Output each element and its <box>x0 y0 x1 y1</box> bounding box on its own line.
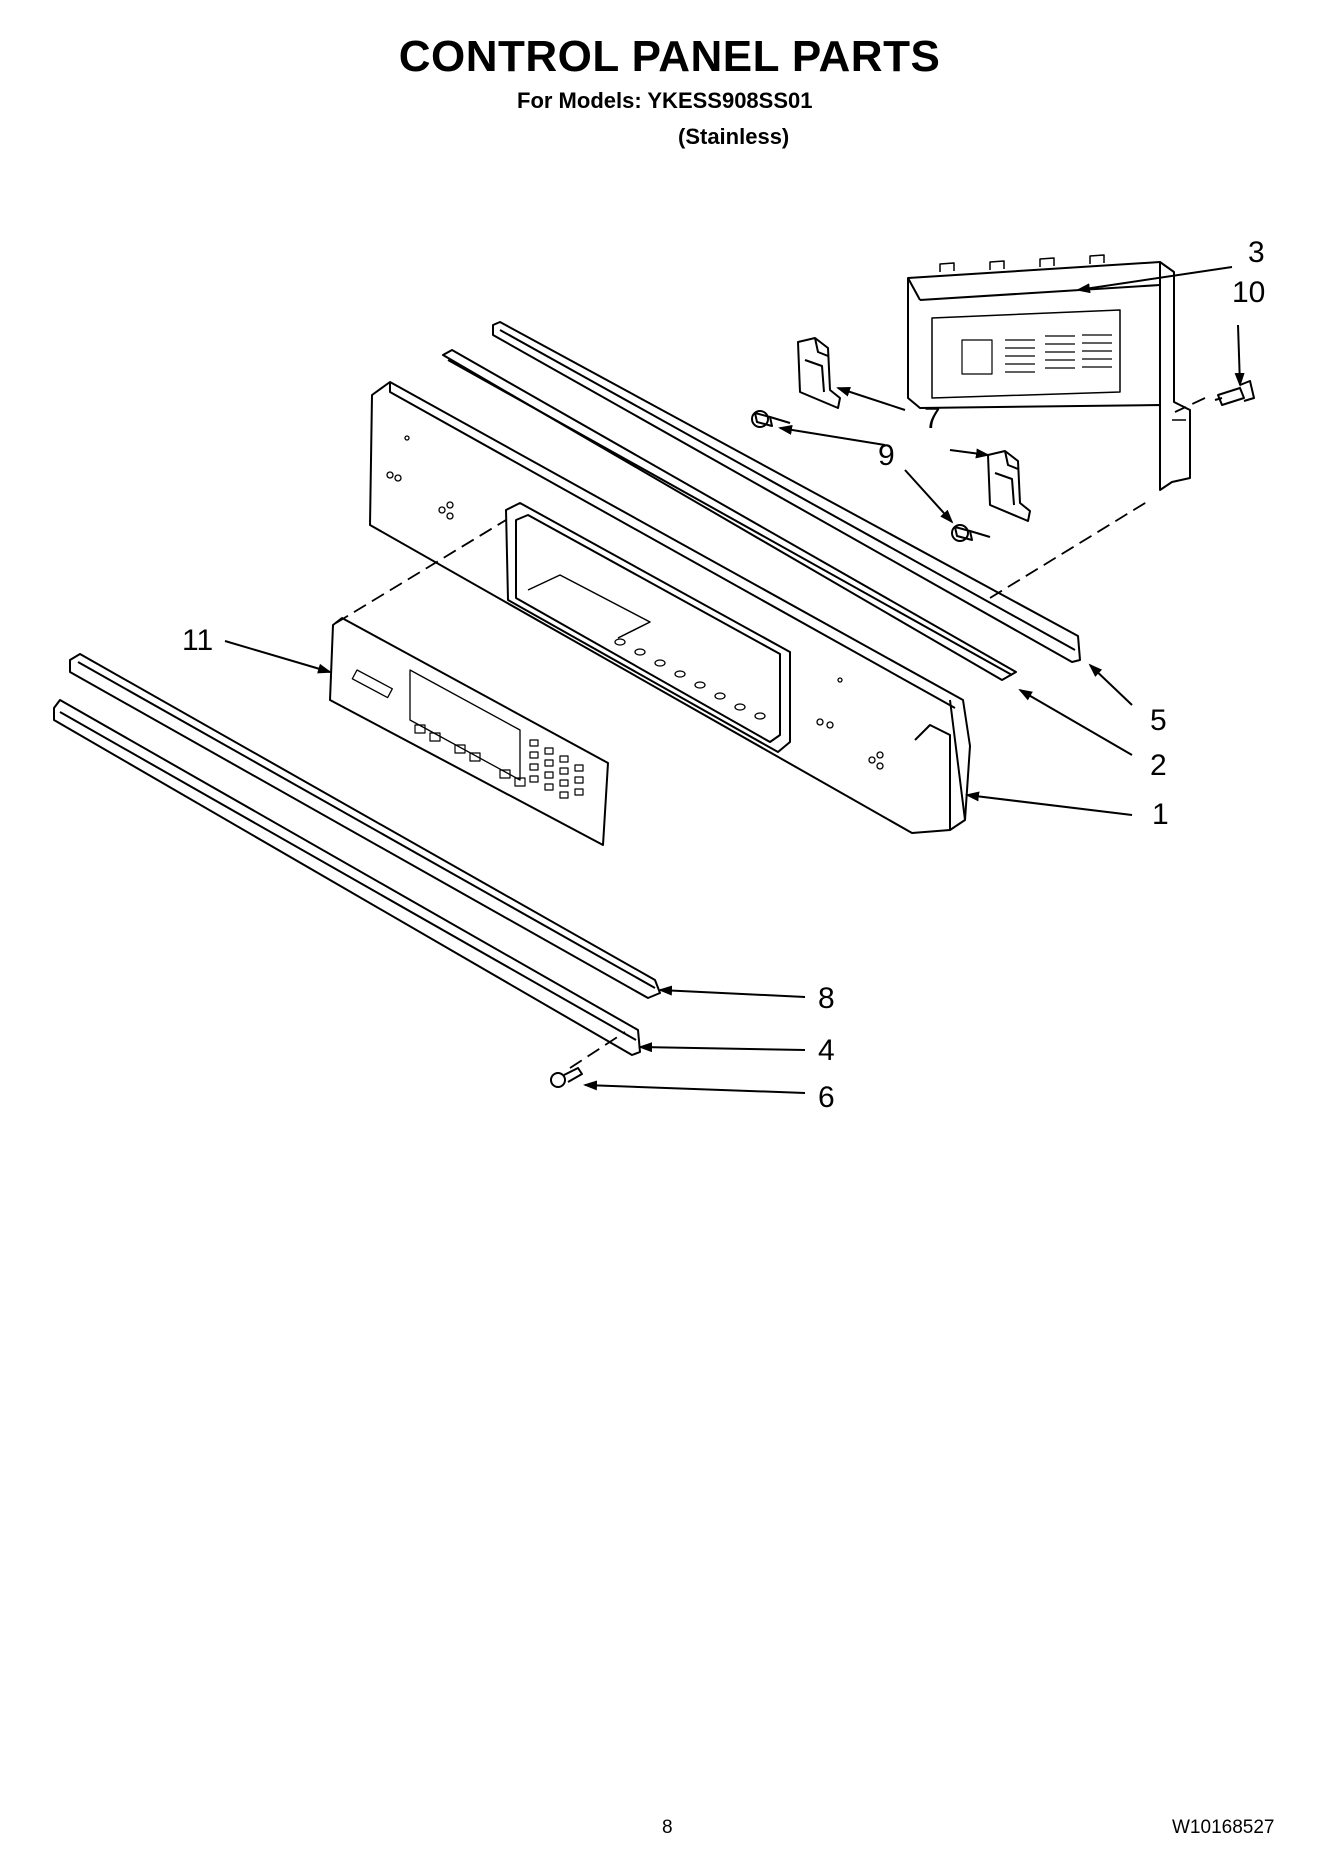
document-number: W10168527 <box>1172 1817 1275 1838</box>
part-3-control-board <box>907 254 1191 491</box>
callout-11: 11 <box>182 624 213 657</box>
part-4-lower-strip <box>53 699 641 1056</box>
finish-label: (Stainless) <box>678 124 790 149</box>
leader-arrows <box>224 266 1245 1094</box>
callout-1: 1 <box>1152 798 1169 831</box>
page-number: 8 <box>662 1817 673 1838</box>
part-1-console-panel <box>369 381 971 834</box>
callout-5: 5 <box>1150 704 1167 737</box>
part-6-screw <box>550 1067 583 1088</box>
callout-8: 8 <box>818 982 835 1015</box>
part-2-strip <box>442 349 1017 681</box>
page-title: CONTROL PANEL PARTS <box>398 32 941 81</box>
callout-3: 3 <box>1248 236 1265 269</box>
alignment-lines <box>335 397 1206 1069</box>
models-line: For Models: YKESS908SS01 <box>517 88 813 113</box>
callout-7: 7 <box>924 402 941 435</box>
part-10-screw <box>1214 380 1255 406</box>
callout-4: 4 <box>818 1034 835 1067</box>
callout-10: 10 <box>1232 276 1265 309</box>
part-9-screw-left <box>751 410 791 428</box>
part-8-lower-trim <box>69 653 661 999</box>
part-11-overlay <box>329 617 609 846</box>
callout-2: 2 <box>1150 749 1167 782</box>
part-7-bracket-left <box>797 337 841 409</box>
callout-9: 9 <box>878 439 895 472</box>
part-7-bracket-right <box>987 450 1031 522</box>
callout-6: 6 <box>818 1081 835 1114</box>
part-9-screw-right <box>951 524 991 542</box>
part-5-top-trim <box>492 321 1081 663</box>
